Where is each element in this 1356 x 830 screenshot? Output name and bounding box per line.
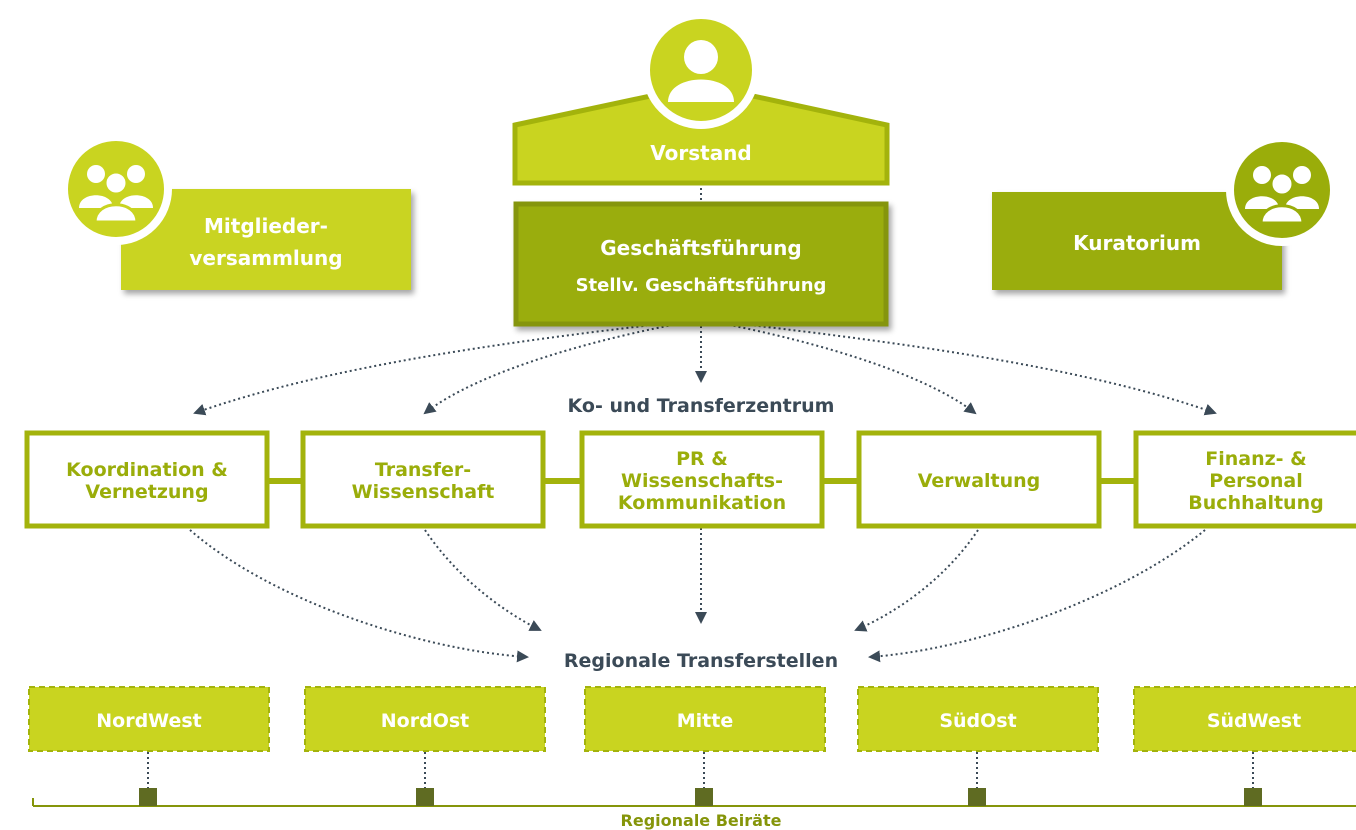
advisory-marker (416, 788, 434, 806)
arrow-gf-verwaltung (713, 321, 977, 415)
department-label: Wissenschaft (352, 481, 495, 503)
department-koordination: Koordination &Vernetzung (24, 430, 270, 529)
region-suedwest: SüdWest (1133, 686, 1356, 752)
region-nordost: NordOst (304, 686, 546, 752)
arrow-transfer-regional (424, 529, 542, 631)
mitgliederversammlung-box: Mitglieder- versammlung (121, 189, 411, 290)
group-icon (1226, 134, 1338, 246)
department-label: Wissenschafts- (621, 470, 783, 492)
region-nordwest: NordWest (28, 686, 270, 752)
geschaeftsfuehrung-box: Geschäftsführung Stellv. Geschäftsführun… (513, 201, 889, 327)
gf-label-line2: Stellv. Geschäftsführung (576, 275, 827, 296)
advisory-marker (139, 788, 157, 806)
department-label: Personal (1209, 470, 1302, 492)
kuratorium-label: Kuratorium (1073, 231, 1201, 255)
department-label: Verwaltung (918, 470, 1041, 492)
person-icon (642, 11, 760, 129)
department-label: Buchhaltung (1188, 492, 1323, 514)
arrow-gf-koordination (193, 321, 679, 416)
department-label: Transfer- (375, 459, 471, 481)
arrow-gf-finanz (723, 321, 1217, 416)
arrow-koordination-regional (189, 529, 529, 663)
region-label: SüdWest (1207, 710, 1301, 732)
region-row: NordWest NordOst Mitte SüdOst SüdWest (28, 686, 1356, 752)
department-label: Koordination & (66, 459, 228, 481)
group-icon (60, 133, 172, 245)
advisory-label: Regionale Beiräte (621, 811, 782, 830)
department-label: Kommunikation (618, 492, 786, 514)
advisory-bar (32, 798, 1356, 807)
gf-label-line1: Geschäftsführung (600, 236, 801, 260)
arrow-finanz-regional (868, 529, 1206, 663)
arrow-gf-transfer (423, 321, 689, 415)
mitglieder-label-line1: Mitglieder- (204, 214, 328, 238)
advisory-marker (1244, 788, 1262, 806)
department-verwaltung: Verwaltung (856, 430, 1102, 529)
regional-heading: Regionale Transferstellen (564, 650, 838, 672)
department-label: PR & (676, 448, 728, 470)
advisory-marker (968, 788, 986, 806)
arrow-verwaltung-regional (854, 529, 979, 632)
region-suedost: SüdOst (857, 686, 1099, 752)
department-label: Vernetzung (85, 481, 208, 503)
department-pr: PR &Wissenschafts-Kommunikation (579, 430, 825, 529)
region-mitte: Mitte (584, 686, 826, 752)
region-label: NordWest (96, 710, 201, 732)
vorstand-label: Vorstand (650, 141, 752, 165)
connectors (147, 183, 1254, 788)
department-label: Finanz- & (1205, 448, 1307, 470)
advisory-marker (695, 788, 713, 806)
region-label: NordOst (381, 710, 469, 732)
transferzentrum-heading: Ko- und Transferzentrum (568, 395, 835, 417)
mitglieder-label-line2: versammlung (189, 246, 342, 270)
region-label: Mitte (677, 710, 733, 732)
department-row: Koordination &VernetzungTransfer-Wissens… (24, 430, 1356, 529)
department-transfer-wissenschaft: Transfer-Wissenschaft (300, 430, 546, 529)
advisory-markers (139, 788, 1262, 806)
region-label: SüdOst (939, 710, 1016, 732)
